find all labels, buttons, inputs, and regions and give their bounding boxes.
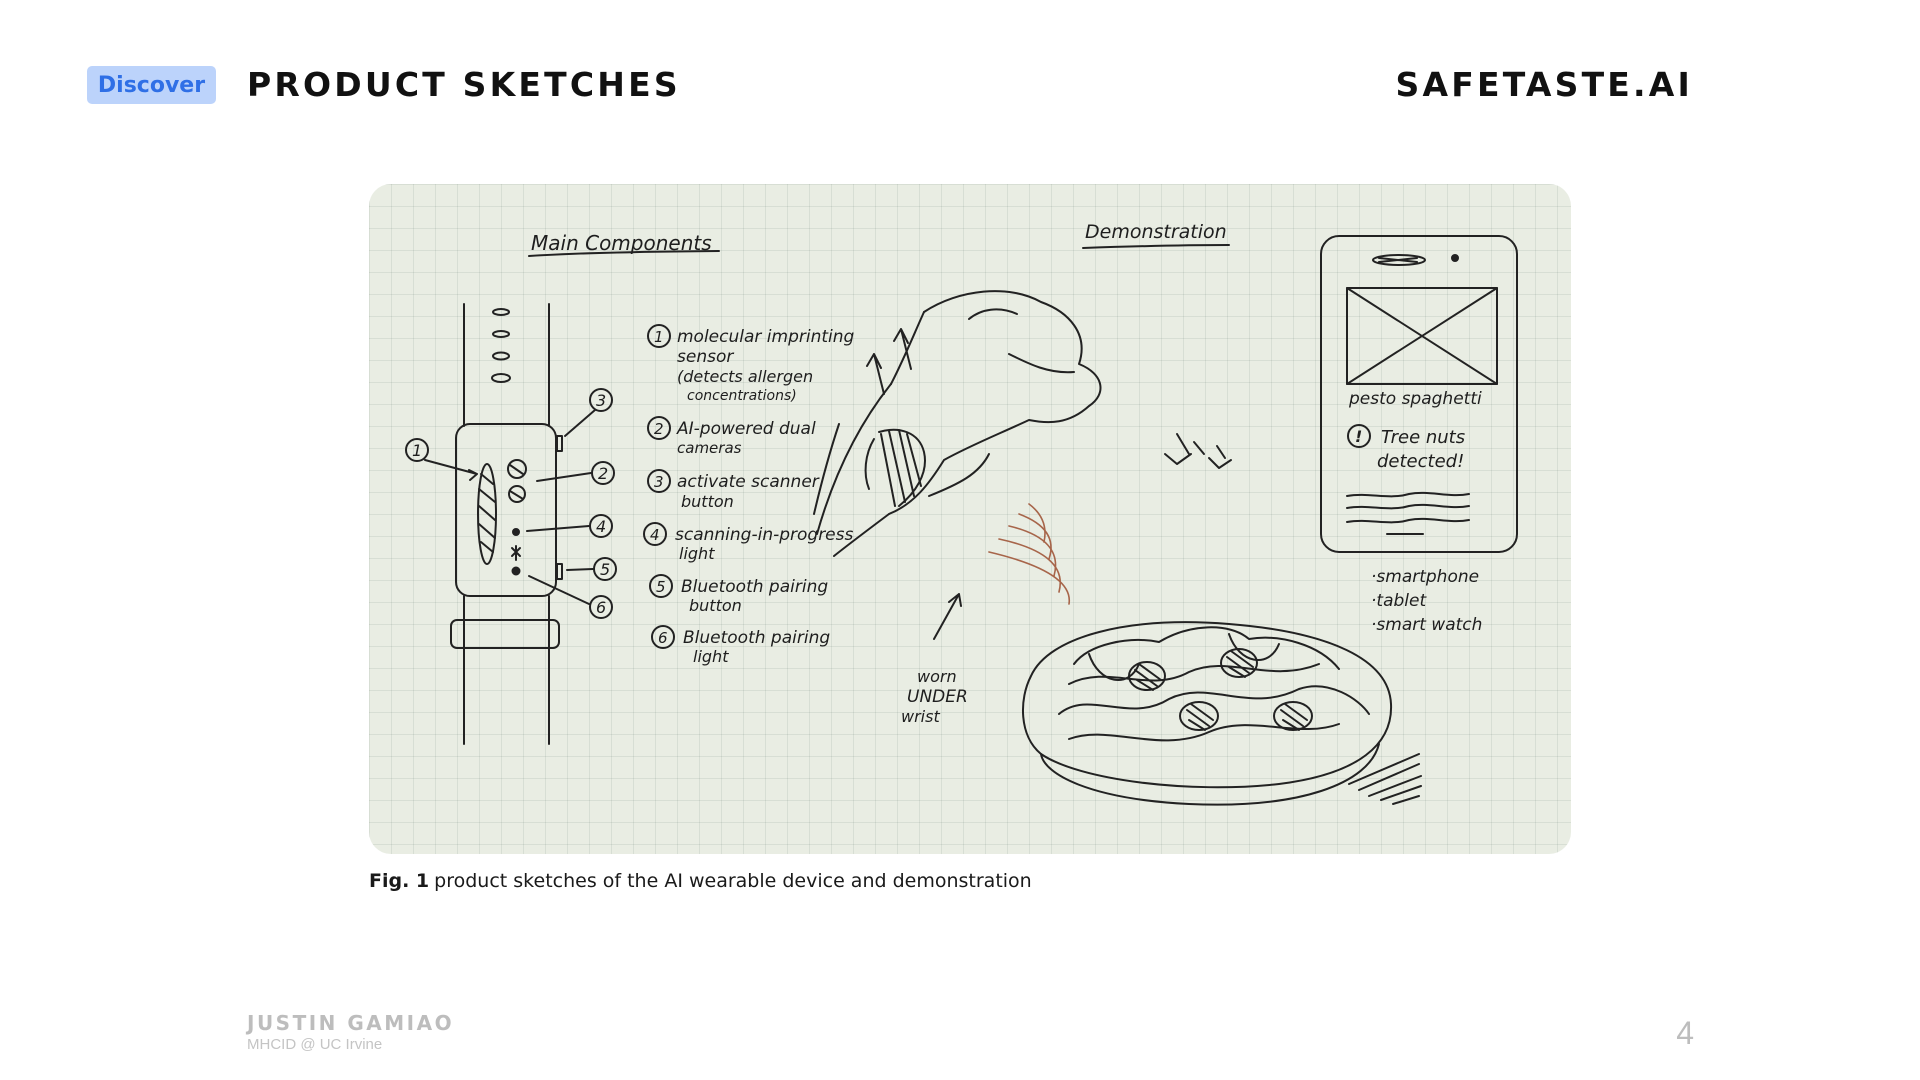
callout-5: 5 [600,560,610,579]
list-line: molecular imprinting [677,327,855,347]
list-line: activate scanner [677,472,820,492]
component-list: 1 molecular imprinting sensor (detects a… [643,324,855,666]
heading-demonstration: Demonstration [1085,221,1227,243]
phone-dish-label: pesto spaghetti [1348,389,1482,409]
sketch-drawing: Main Components Demonstration [405,221,1518,806]
list-line: cameras [677,439,742,457]
list-line: (detects allergen [677,367,813,386]
callout-1: 1 [412,441,422,460]
list-line: sensor [677,347,734,367]
section-tag: Discover [87,66,216,104]
list-line: Bluetooth pairing [681,577,828,597]
list-line: light [679,544,715,563]
brand-name: SAFETASTE.AI [1395,65,1693,104]
heading-underline [528,250,720,257]
scan-waves-drawing [988,503,1070,605]
footer-affiliation: MHCID @ UC Irvine [247,1036,383,1053]
device-list-item: ·smartphone [1371,567,1479,587]
list-num: 2 [654,420,664,438]
device-list-item: ·tablet [1371,591,1427,611]
wrist-drawing [813,290,1232,557]
callout-6: 6 [596,598,606,617]
list-line: Bluetooth pairing [683,628,830,648]
list-num: 3 [654,473,664,491]
figure-caption-text: product sketches of the AI wearable devi… [434,870,1032,892]
footer-author: JUSTIN GAMIAO [247,1011,455,1035]
list-num: 1 [654,328,664,346]
worn-note-line: wrist [901,707,940,726]
list-line: AI-powered dual [676,419,816,439]
smartphone-drawing [1320,235,1518,553]
heading-underline [1082,244,1230,249]
callout-4: 4 [596,517,606,536]
list-num: 4 [650,526,660,544]
list-num: 5 [656,578,666,596]
phone-alert-line: Tree nuts [1381,427,1465,448]
component-callouts: 1 3 2 4 5 6 [405,388,617,619]
list-num: 6 [658,629,668,647]
list-line: button [681,492,734,511]
callout-3: 3 [596,391,606,410]
product-sketch-figure: Main Components Demonstration [369,184,1571,854]
page-title: PRODUCT SKETCHES [247,65,681,104]
phone-alert-line: detected! [1377,451,1464,472]
page-number: 4 [1676,1015,1694,1051]
list-line: light [693,647,729,666]
figure-caption-label: Fig. 1 [369,870,430,892]
pasta-plate-drawing [1022,621,1422,806]
worn-note-line: worn [917,667,957,686]
list-line: concentrations) [687,388,797,404]
list-line: button [689,596,742,615]
device-list-item: ·smart watch [1371,615,1482,635]
worn-note-line: UNDER [907,687,968,707]
alert-icon: ! [1355,427,1362,446]
wearable-band-drawing [450,303,563,745]
list-line: scanning-in-progress [675,525,854,545]
worn-arrow [933,593,962,640]
callout-2: 2 [598,464,608,483]
